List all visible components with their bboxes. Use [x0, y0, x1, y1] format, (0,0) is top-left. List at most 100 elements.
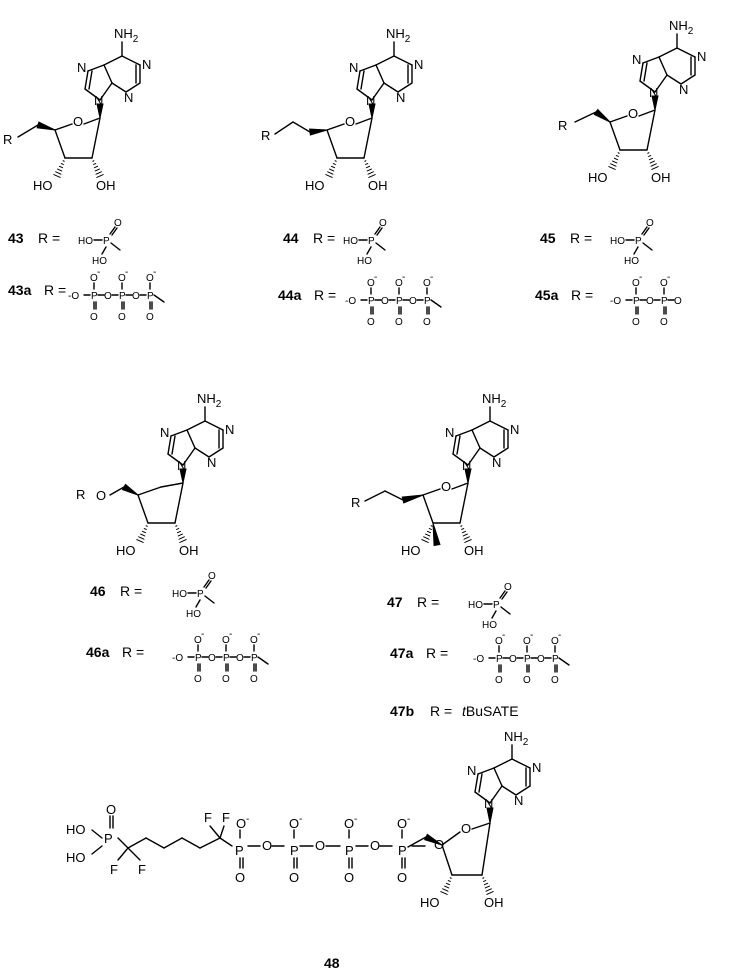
ho-label: HO [186, 609, 201, 620]
c2-oh-hash [366, 168, 372, 172]
glycosidic-wedge [651, 95, 659, 111]
compound-number-43a: 43a [8, 282, 32, 298]
bond-c2-c1 [174, 482, 184, 524]
charge-label: - [153, 267, 156, 278]
c2-oh-hash [483, 882, 489, 886]
o-label: O [344, 816, 354, 831]
bond-c8-n7 [84, 70, 89, 90]
bond-c5-c6 [103, 55, 123, 66]
p-label: P [493, 600, 500, 611]
chain-bond [127, 837, 147, 849]
c3-oh-hash [613, 157, 619, 161]
o-label: O [194, 635, 202, 646]
c3-oh-hash [327, 171, 334, 175]
c3-oh-hash [425, 533, 431, 537]
oxo-label: O [235, 870, 245, 885]
bridge-o-label: O [537, 654, 545, 665]
o-label: O [395, 278, 403, 289]
bridge-o-label: O [381, 296, 389, 307]
c2-oh-hash [464, 539, 472, 543]
bond-n7-c5 [170, 429, 188, 437]
bond-c6-n1 [204, 420, 224, 431]
p-label: P [235, 843, 244, 858]
c3-oh-hash [53, 174, 61, 178]
p-label: P [195, 653, 202, 664]
bond-c8-n7 [474, 773, 479, 793]
bond-c4-c3 [609, 121, 621, 151]
chain-bond [199, 837, 221, 849]
compound-number-47a: 47a [390, 645, 414, 661]
bridge-o-label: O [370, 838, 380, 853]
bond-c5-c4 [186, 429, 196, 449]
ho-label: HO [624, 256, 639, 267]
o-minus-label: -O [473, 654, 484, 665]
bond-c8-n7 [478, 773, 483, 793]
bond-p-c [153, 294, 165, 303]
charge-label: - [402, 272, 405, 283]
oxo-label: O [208, 571, 216, 582]
bond-p-o [203, 579, 210, 588]
p-label: P [197, 589, 204, 600]
c3-oh-hash [136, 539, 144, 543]
c2-oh-hash [650, 163, 657, 167]
bond-p-oh [101, 246, 107, 255]
bond-n7-c5 [642, 56, 660, 64]
subscript: 2 [501, 399, 507, 410]
oxo-label: O [423, 317, 431, 328]
c2-oh-hash [649, 160, 655, 164]
arm-bond [384, 490, 404, 501]
r-equals-47: R = [417, 594, 439, 610]
ether-o-label: O [96, 488, 106, 503]
amine-label: NH2 [482, 391, 507, 410]
c2-oh-label: OH [96, 178, 116, 193]
bond-c5-c4 [493, 767, 503, 787]
bond-p-c [110, 242, 121, 251]
c2-oh-hash [463, 536, 470, 540]
bond-n9-c8 [639, 80, 656, 93]
oxo-label: O [660, 317, 668, 328]
o-label: O [236, 816, 246, 831]
p-label: P [398, 843, 407, 858]
arm-bond [574, 111, 597, 123]
charge-label: - [639, 272, 642, 283]
o-label: O [222, 635, 230, 646]
ho-label: HO [92, 256, 107, 267]
bond-c-f [127, 847, 141, 861]
bond-c2-n3 [397, 82, 413, 93]
bond-c5-c6 [493, 758, 513, 769]
c2-oh-hash [651, 166, 659, 170]
o-label: O [118, 273, 126, 284]
n3-label: N [679, 82, 688, 97]
bond-n3-c4 [479, 447, 495, 458]
o4-label: O [461, 821, 471, 836]
charge-label: - [667, 272, 670, 283]
bond-n9-c8 [474, 791, 491, 804]
p-label: P [661, 296, 668, 307]
n7-label: N [632, 52, 641, 67]
c3-oh-hash [610, 163, 617, 167]
n7-label: N [77, 60, 86, 75]
o4-label: O [345, 114, 355, 129]
n7-label: N [160, 425, 169, 440]
ether-o-label: O [434, 837, 444, 852]
charge-label: - [97, 267, 100, 278]
c3-oh-hash [612, 160, 618, 164]
ho-label: HO [66, 822, 86, 837]
bond-c1-c6 [160, 482, 184, 488]
bond-c6-n1 [121, 55, 141, 66]
bond-c6-c4 [137, 486, 162, 496]
charge-label: - [354, 814, 357, 825]
oxo-label: O [90, 312, 98, 323]
bond-c5-c4 [658, 56, 668, 76]
p-label: P [223, 653, 230, 664]
bond-p-oh [91, 845, 103, 855]
o-minus-label: -O [345, 296, 356, 307]
bond-p-o [643, 227, 650, 236]
c3-oh-label: HO [305, 178, 325, 193]
p-label: P [147, 291, 154, 302]
charge-label: - [201, 629, 204, 640]
c3-oh-label: HO [116, 543, 136, 558]
bond-n3-c4 [194, 447, 210, 458]
